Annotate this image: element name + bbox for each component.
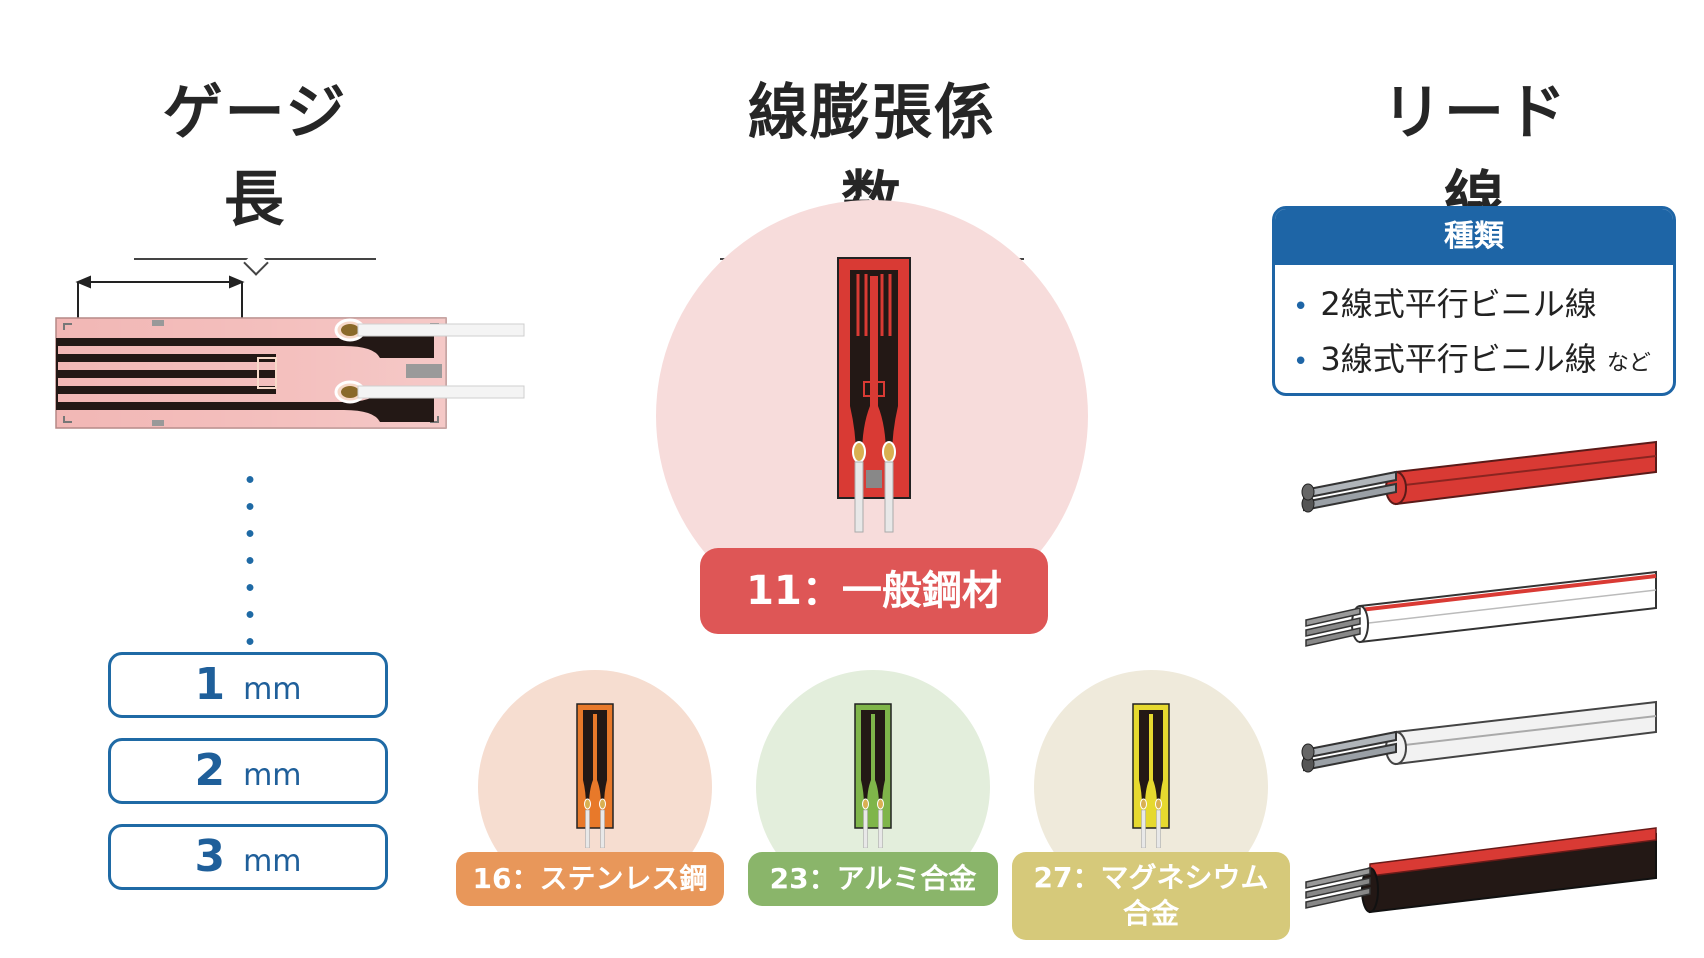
coefficient-label-magnesium-line2: 合金 [1122, 897, 1179, 930]
heading-gauge-length: ゲージ長 [134, 64, 376, 276]
lead-wire-types-panel: 種類 • 2線式平行ビニル線 • 3線式平行ビニル線 など [1272, 206, 1676, 396]
strain-gauge-orange-icon [576, 703, 614, 848]
gauge-length-value: 2 [194, 745, 226, 796]
coefficient-label-stainless-text: 16：ステンレス鋼 [472, 862, 708, 895]
lead-wire-type-item: • 3線式平行ビニル線 など [1293, 334, 1673, 389]
lead-wire-type-suffix: など [1606, 351, 1651, 376]
strain-gauge-red-icon [837, 257, 911, 533]
heading-gauge-length-text: ゲージ長 [162, 78, 348, 235]
strain-gauge-green-icon [854, 703, 892, 848]
lead-wire-white-3core-icon [1305, 570, 1657, 647]
gauge-length-option-1[interactable]: 1 mm [108, 652, 388, 718]
gauge-length-option-2[interactable]: 2 mm [108, 738, 388, 804]
lead-wire-white-2core-icon [1301, 700, 1657, 773]
gauge-dotted-connector [246, 466, 254, 646]
coefficient-label-main: 11：一般鋼材 [700, 548, 1048, 634]
coefficient-label-aluminum-text: 23：アルミ合金 [769, 862, 977, 895]
gauge-length-unit: mm [243, 844, 302, 879]
gauge-length-value: 1 [194, 659, 226, 710]
lead-wire-type-text: 3線式平行ビニル線 [1320, 340, 1597, 378]
lead-wire-red-black-3core-icon [1305, 827, 1657, 914]
bullet-icon: • [1293, 347, 1309, 377]
gauge-length-value: 3 [194, 831, 226, 882]
lead-wire-red-2core-icon [1301, 440, 1657, 513]
bullet-icon: • [1293, 292, 1309, 322]
coefficient-label-magnesium-line1: 27：マグネシウム [1033, 861, 1269, 894]
gauge-length-option-3[interactable]: 3 mm [108, 824, 388, 890]
coefficient-label-main-text: 11：一般鋼材 [746, 568, 1002, 614]
coefficient-label-magnesium: 27：マグネシウム 合金 [1012, 852, 1290, 940]
strain-gauge-illustration [55, 275, 525, 429]
lead-wire-types-title: 種類 [1275, 209, 1673, 265]
lead-wire-types-list: • 2線式平行ビニル線 • 3線式平行ビニル線 など [1275, 265, 1673, 389]
gauge-length-unit: mm [243, 758, 302, 793]
gauge-lead-wires [357, 323, 525, 399]
strain-gauge-yellow-icon [1132, 703, 1170, 848]
gauge-grid-pattern [56, 326, 434, 422]
lead-wire-type-text: 2線式平行ビニル線 [1320, 285, 1597, 323]
gauge-length-unit: mm [243, 672, 302, 707]
lead-wire-type-item: • 2線式平行ビニル線 [1293, 279, 1673, 334]
coefficient-label-aluminum: 23：アルミ合金 [748, 852, 998, 906]
coefficient-label-stainless: 16：ステンレス鋼 [456, 852, 724, 906]
